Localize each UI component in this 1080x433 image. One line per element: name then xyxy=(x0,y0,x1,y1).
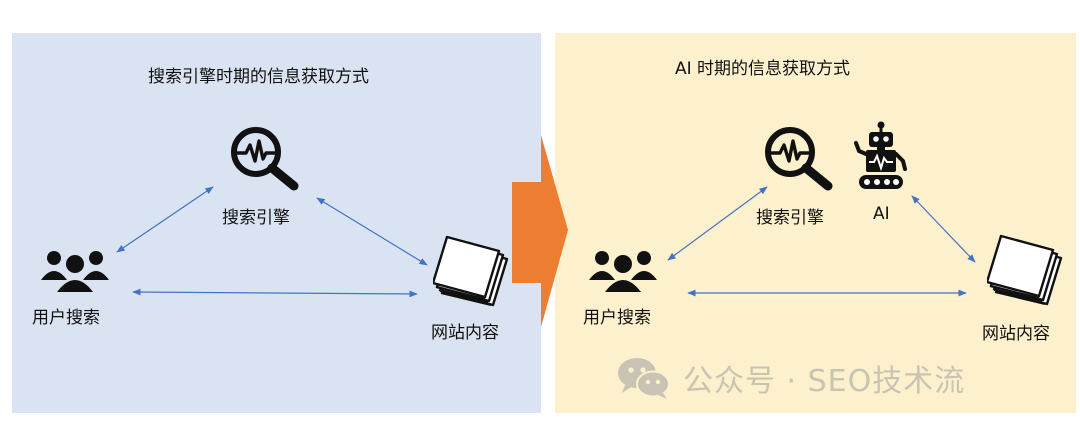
right-node-user-search: 用户搜索 xyxy=(583,308,651,328)
watermark: 公众号 · SEO技术流 xyxy=(617,356,965,400)
documents-icon xyxy=(987,234,1063,306)
users-icon xyxy=(41,251,109,292)
magnifier-pulse-icon xyxy=(231,127,299,191)
transition-arrow xyxy=(512,135,568,327)
right-node-search-engine: 搜索引擎 xyxy=(756,208,824,228)
right-panel-title: AI 时期的信息获取方式 xyxy=(675,59,851,79)
left-panel xyxy=(12,33,541,413)
left-panel-title: 搜索引擎时期的信息获取方式 xyxy=(148,67,369,87)
right-node-website-content: 网站内容 xyxy=(982,324,1050,344)
magnifier-pulse-icon xyxy=(765,127,833,191)
connector-search-engine-website xyxy=(316,197,428,266)
users-icon xyxy=(589,251,657,292)
right-node-ai: AI xyxy=(873,204,890,224)
wechat-icon xyxy=(618,358,670,399)
connector-user-search-engine-ai xyxy=(667,186,768,261)
left-node-search-engine: 搜索引擎 xyxy=(222,208,290,228)
watermark-text: 公众号 · SEO技术流 xyxy=(683,364,966,399)
connector-user-search-engine xyxy=(116,186,214,253)
left-node-user-search: 用户搜索 xyxy=(32,308,100,328)
left-node-website-content: 网站内容 xyxy=(431,323,499,343)
documents-icon xyxy=(433,235,509,307)
right-panel xyxy=(555,33,1076,413)
connector-ai-website xyxy=(911,195,976,263)
robot-icon xyxy=(854,121,907,189)
connector-user-website xyxy=(132,288,418,298)
